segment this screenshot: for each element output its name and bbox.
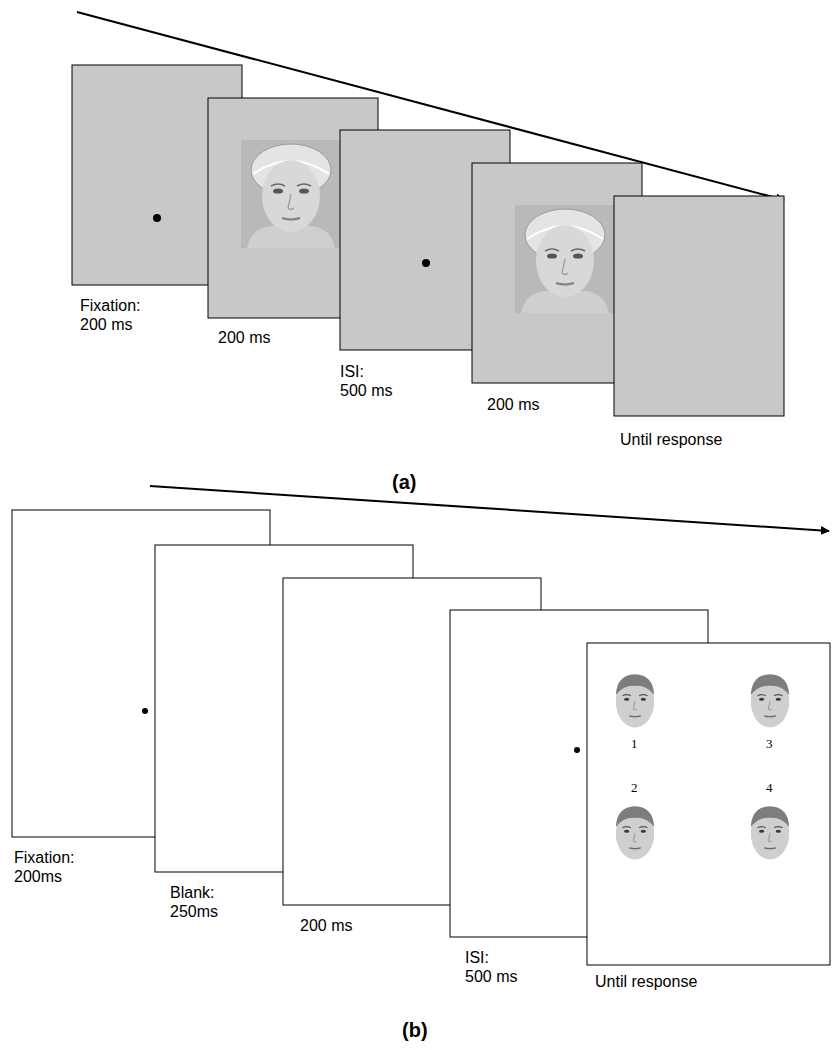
- choice-number: 3: [766, 736, 773, 752]
- panel-letter: (a): [392, 470, 416, 494]
- duration-caption: ISI: 500 ms: [340, 362, 394, 400]
- duration-caption: Fixation: 200ms: [14, 848, 76, 886]
- choice-number: 1: [631, 736, 638, 752]
- duration-caption: 200 ms: [300, 916, 352, 935]
- choice-number: 4: [766, 780, 773, 796]
- panel-letter: (b): [402, 1018, 428, 1042]
- duration-caption: Blank: 250ms: [170, 883, 220, 921]
- duration-caption: 200 ms: [487, 395, 539, 414]
- duration-caption: ISI: 500 ms: [465, 948, 519, 986]
- duration-caption: Until response: [620, 430, 722, 449]
- duration-caption: Fixation: 200 ms: [80, 296, 142, 334]
- duration-caption: 200 ms: [218, 328, 270, 347]
- choice-number: 2: [631, 780, 638, 796]
- duration-caption: Until response: [595, 972, 697, 991]
